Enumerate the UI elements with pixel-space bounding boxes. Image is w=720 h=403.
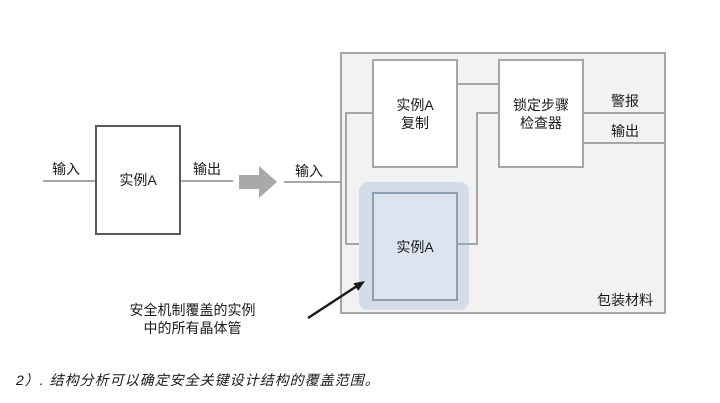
annotation-line1: 安全机制覆盖的实例 bbox=[129, 302, 256, 318]
instance-feedback-vertical-line bbox=[476, 112, 478, 245]
instance-copy-label-line2: 复制 bbox=[401, 114, 429, 131]
trunk-to-copy-line bbox=[345, 112, 372, 114]
highlighted-instance-box: 实例A bbox=[372, 192, 458, 301]
left-output-label: 输出 bbox=[193, 161, 221, 177]
wrapper-label: 包装材料 bbox=[597, 292, 653, 308]
instance-copy-box: 实例A 复制 bbox=[372, 59, 458, 168]
copy-to-checker-line bbox=[458, 83, 498, 85]
checker-output-label: 输出 bbox=[611, 123, 639, 139]
caption: 2）. 结构分析可以确定安全关键设计结构的覆盖范围。 bbox=[16, 372, 380, 388]
left-input-line bbox=[43, 180, 97, 182]
trunk-to-instance-line bbox=[345, 243, 372, 245]
left-instance-box: 实例A bbox=[95, 125, 181, 235]
flow-arrow-icon bbox=[239, 166, 277, 198]
instance-output-line bbox=[458, 243, 478, 245]
annotation-arrow-icon bbox=[307, 281, 365, 320]
wrapper-input-line bbox=[284, 181, 346, 183]
feedback-to-checker-line bbox=[476, 112, 498, 114]
left-input-label: 输入 bbox=[52, 161, 80, 177]
instance-copy-label-line1: 实例A bbox=[396, 96, 434, 113]
wrapper-input-label: 输入 bbox=[295, 163, 323, 179]
left-instance-label: 实例A bbox=[119, 172, 157, 188]
alarm-line bbox=[584, 112, 666, 114]
annotation-text: 安全机制覆盖的实例 中的所有晶体管 bbox=[105, 301, 280, 337]
checker-output-line bbox=[584, 142, 666, 144]
lockstep-checker-label-line1: 锁定步骤 bbox=[513, 96, 569, 113]
lockstep-checker-label-line2: 检查器 bbox=[520, 114, 562, 131]
lockstep-checker-box: 锁定步骤 检查器 bbox=[498, 59, 584, 168]
highlighted-instance-label: 实例A bbox=[396, 238, 434, 255]
left-output-line bbox=[181, 180, 233, 182]
alarm-label: 警报 bbox=[611, 93, 639, 109]
input-branch-trunk-line bbox=[345, 112, 347, 245]
annotation-line2: 中的所有晶体管 bbox=[143, 320, 242, 336]
